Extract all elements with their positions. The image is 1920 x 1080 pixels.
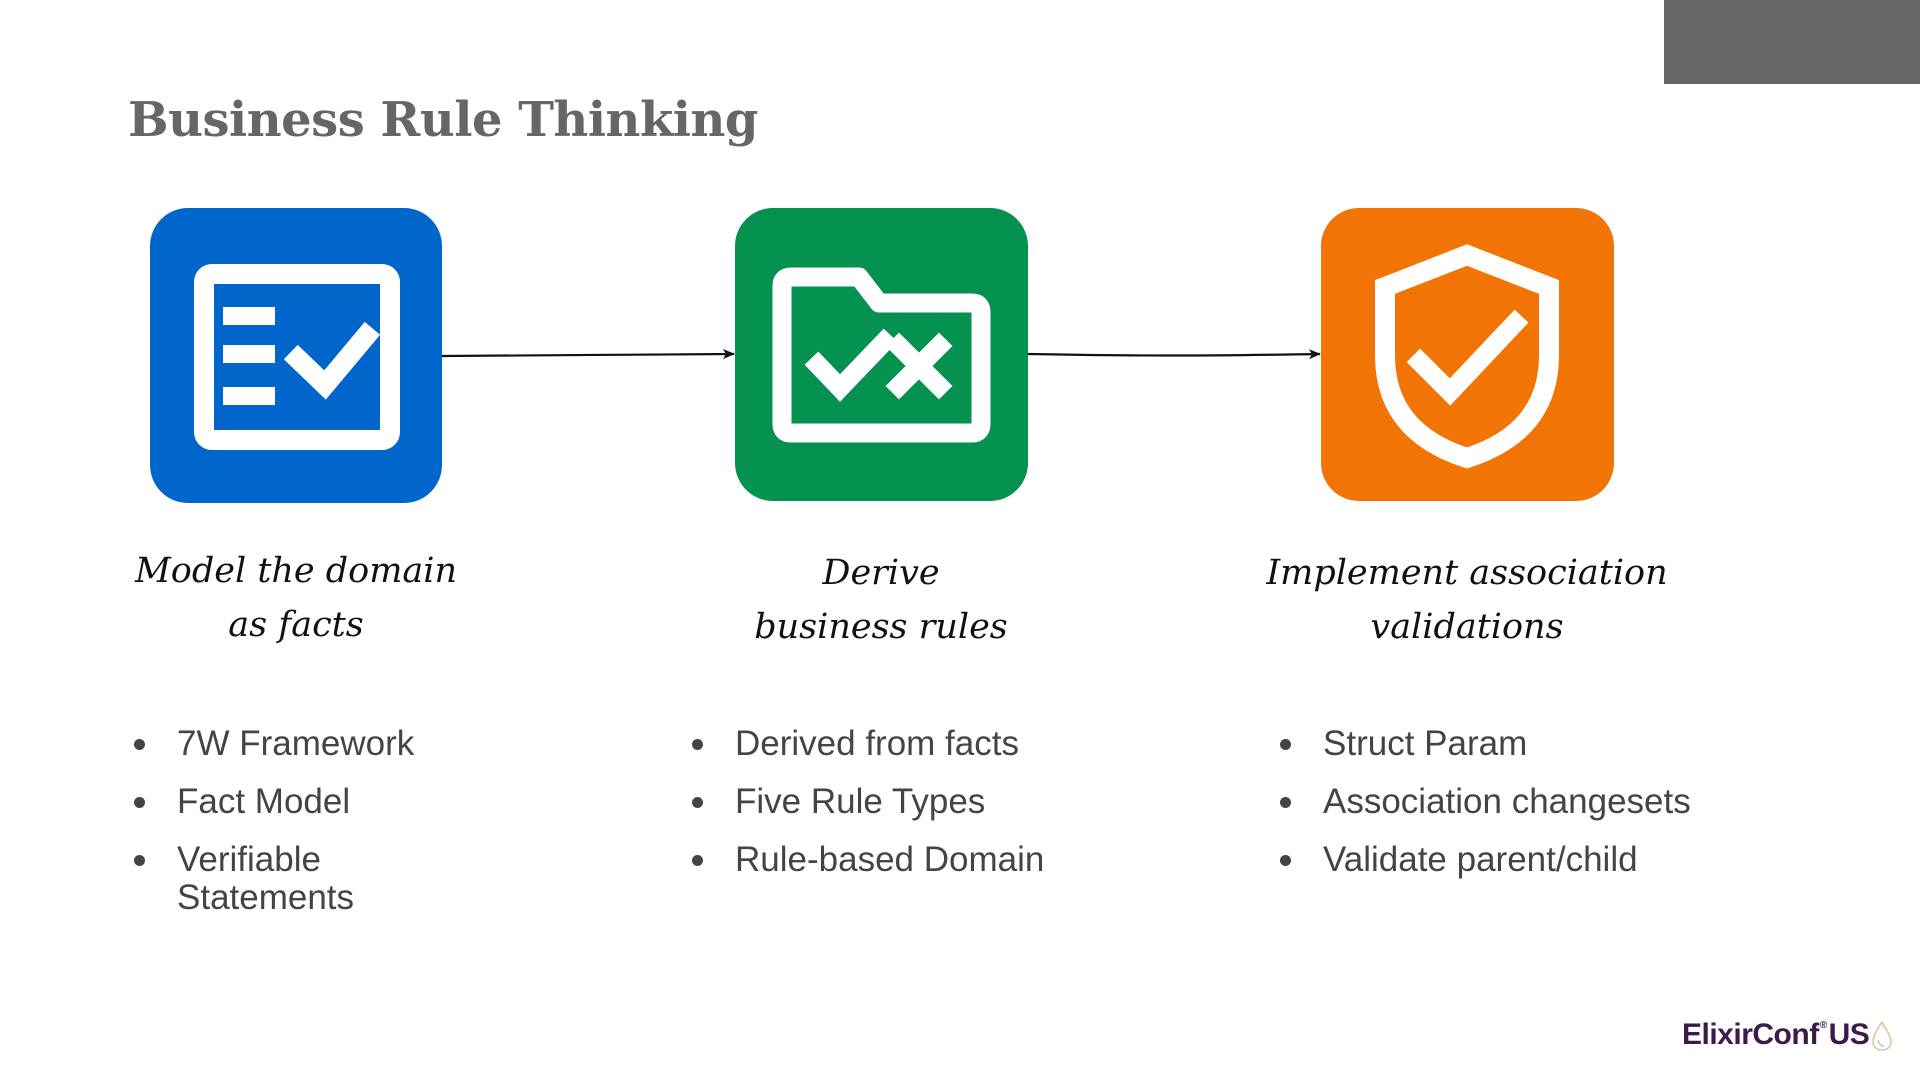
list-item: Struct Param [1275, 725, 1795, 763]
arrow-connector-1 [441, 349, 735, 360]
step-3-label: Implement association validations [1257, 546, 1677, 654]
checklist-icon [150, 208, 442, 503]
list-item: Validate parent/child [1275, 841, 1795, 879]
list-item: Derived from facts [687, 725, 1107, 763]
corner-accent-bar [1664, 0, 1920, 84]
shield-check-icon [1321, 208, 1614, 501]
elixirconf-logo: ElixirConf ® US [1682, 1018, 1893, 1058]
arrow-connector-2 [1027, 349, 1321, 360]
list-item: 7W Framework [129, 725, 469, 763]
logo-name: ElixirConf [1682, 1018, 1819, 1051]
step-1-label-line-1: Model the domain [134, 551, 458, 591]
step-2-label: Derive business rules [671, 546, 1091, 654]
list-item: Five Rule Types [687, 783, 1107, 821]
list-item: Association changesets [1275, 783, 1795, 821]
list-item: Verifiable Statements [129, 841, 377, 917]
folder-check-x-icon [735, 208, 1028, 501]
slide-title: Business Rule Thinking [128, 92, 758, 148]
step-1-label-line-2: as facts [228, 605, 364, 645]
list-item: Rule-based Domain [687, 841, 1107, 879]
step-1-bullet-list: 7W Framework Fact Model Verifiable State… [129, 725, 469, 937]
elixir-drop-icon [1872, 1020, 1893, 1051]
step-3-label-line-2: validations [1370, 607, 1564, 647]
step-1-label: Model the domain as facts [86, 544, 506, 652]
list-item: Fact Model [129, 783, 469, 821]
step-2-label-line-2: business rules [754, 607, 1008, 647]
step-3-bullet-list: Struct Param Association changesets Vali… [1275, 725, 1795, 899]
logo-region: US [1828, 1018, 1870, 1051]
logo-registered-mark: ® [1819, 1020, 1827, 1031]
step-2-bullet-list: Derived from facts Five Rule Types Rule-… [687, 725, 1107, 899]
step-3-label-line-1: Implement association [1266, 553, 1668, 593]
step-2-label-line-1: Derive [822, 553, 940, 593]
